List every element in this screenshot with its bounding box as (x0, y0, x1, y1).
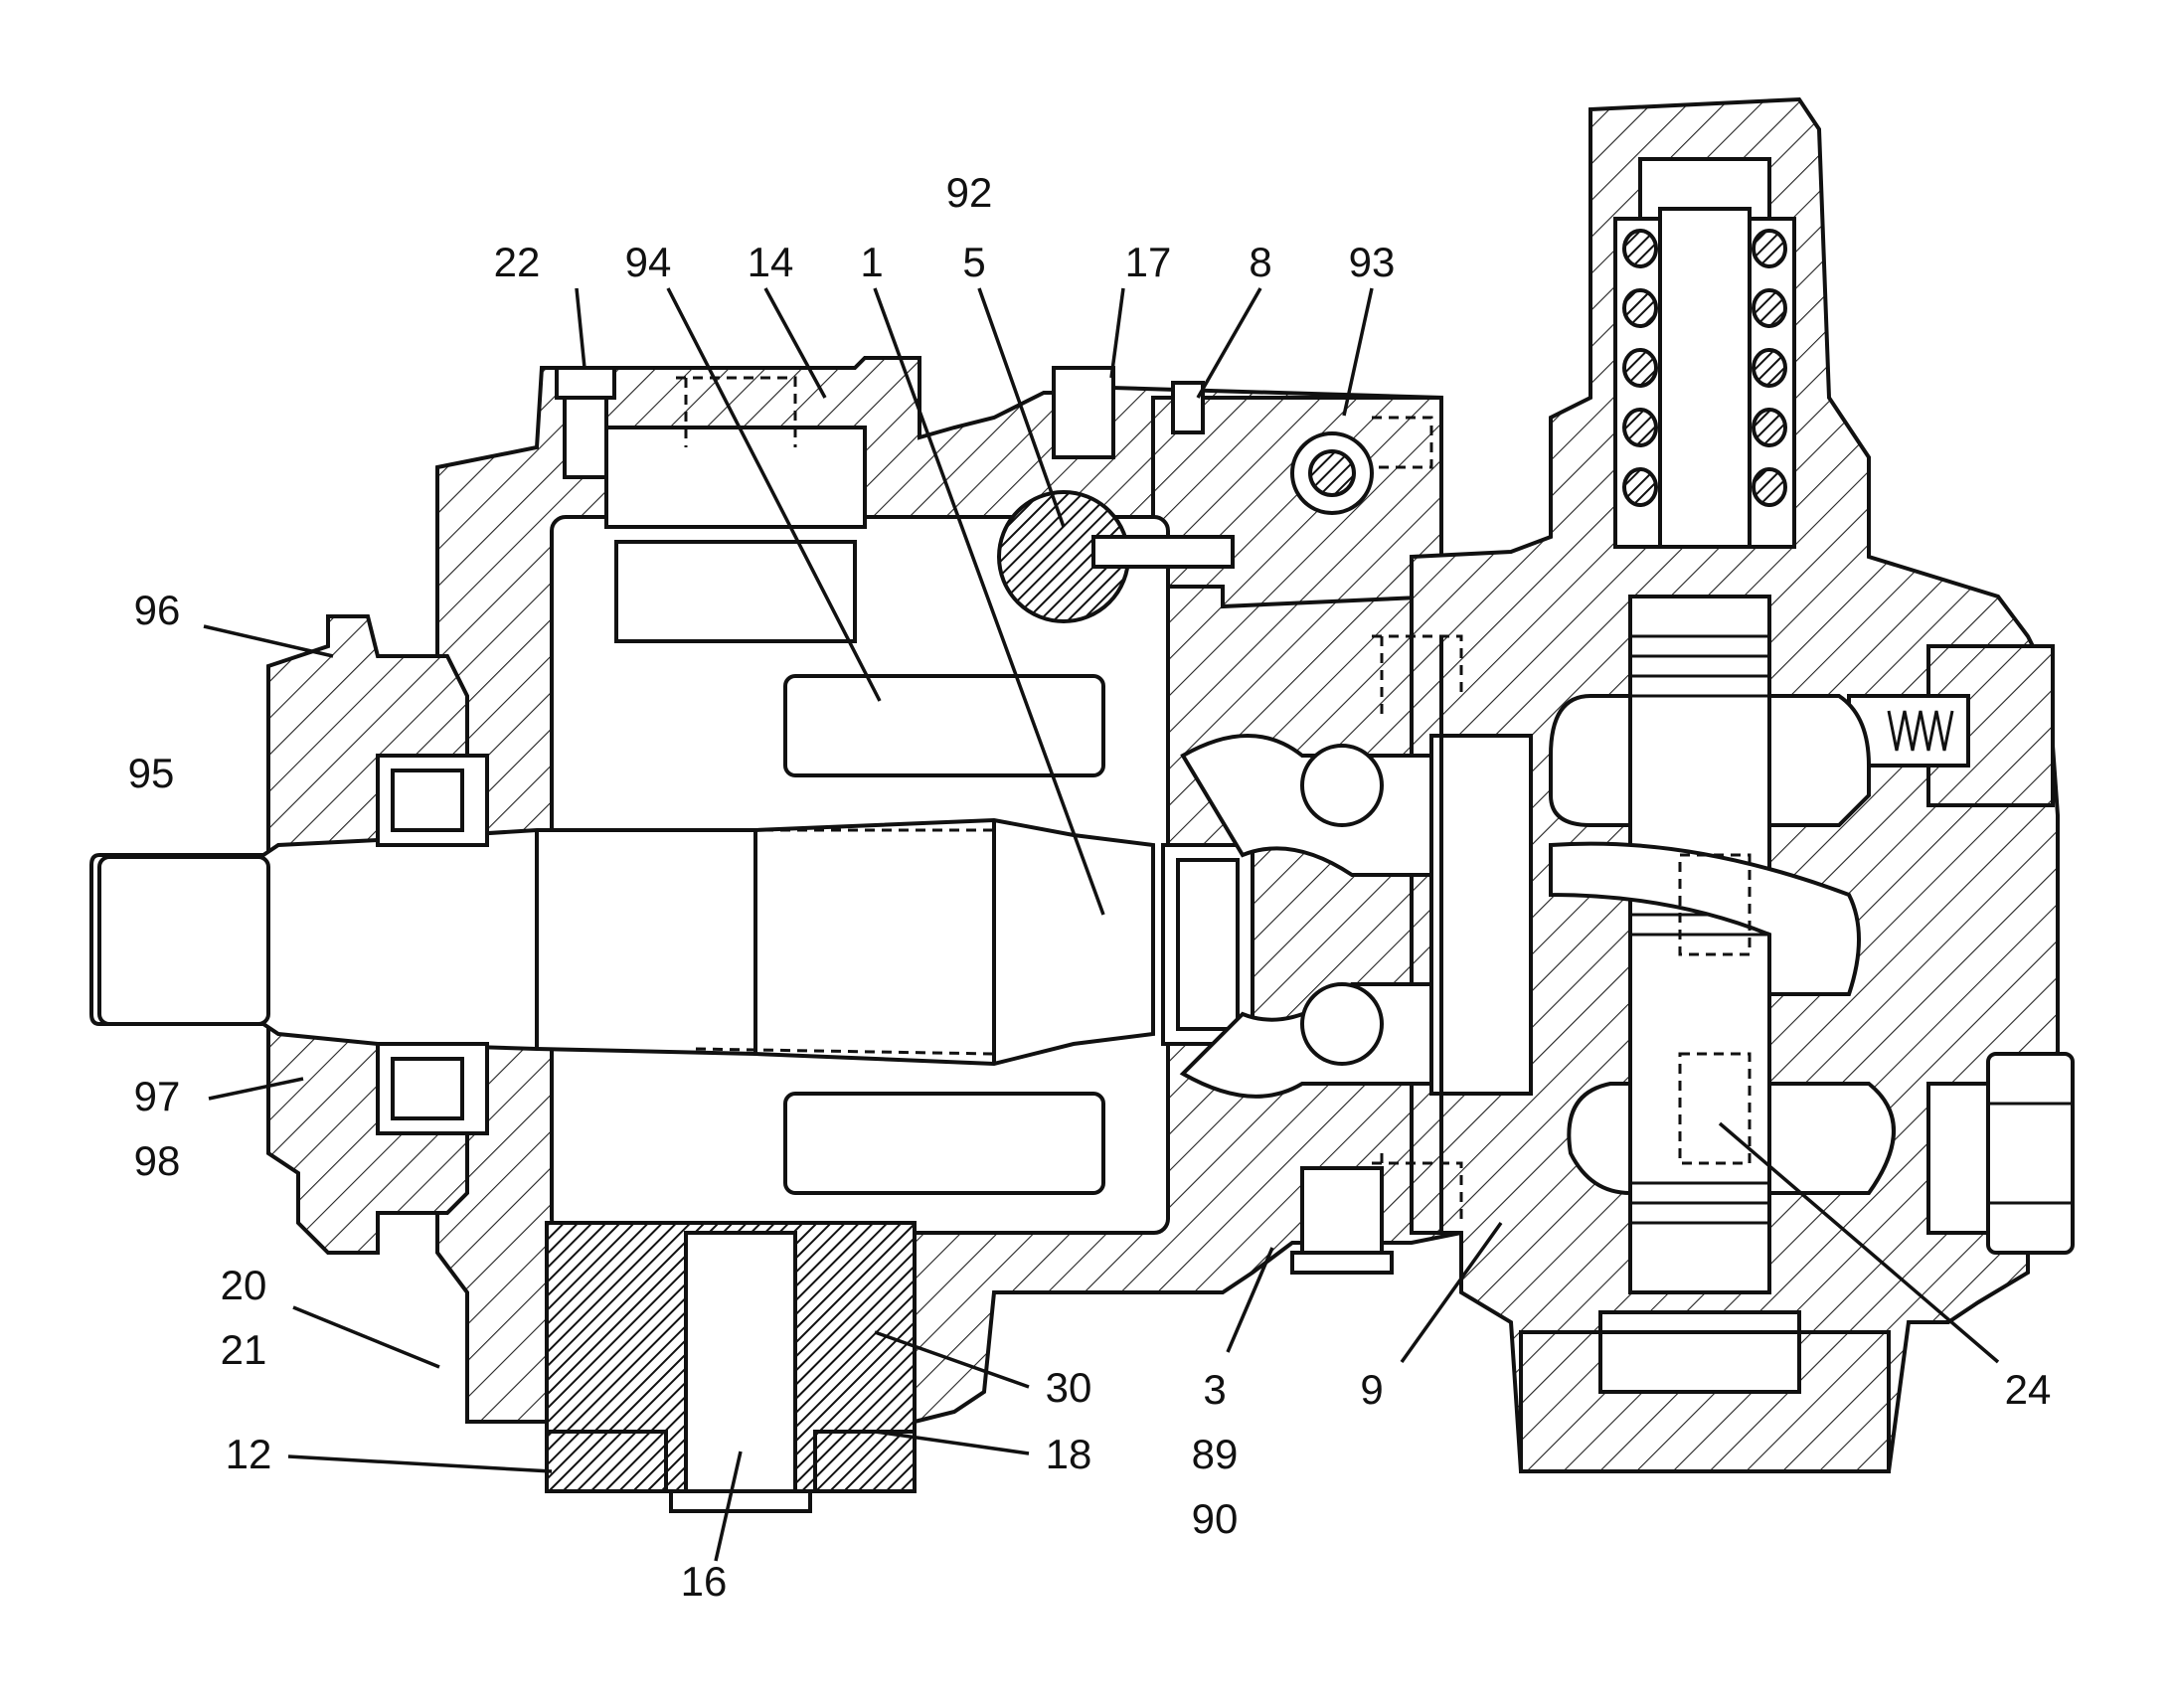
spring-guide (1658, 207, 1752, 549)
label-5: 5 (962, 239, 985, 285)
label-3: 3 (1203, 1366, 1226, 1413)
label-94: 94 (625, 239, 672, 285)
label-21: 21 (221, 1326, 267, 1373)
label-93: 93 (1349, 239, 1396, 285)
shaft-end (97, 855, 270, 1026)
label-20: 20 (221, 1262, 267, 1308)
spring-coils (1622, 229, 1787, 507)
screw-8 (1171, 381, 1205, 434)
label-22: 22 (494, 239, 541, 285)
label-12: 12 (226, 1431, 272, 1477)
label-97: 97 (134, 1073, 181, 1119)
label-1: 1 (860, 239, 883, 285)
label-24: 24 (2005, 1366, 2052, 1413)
valve-spool (1628, 595, 1771, 1294)
hex-plug (1986, 1052, 2075, 1255)
leader-lines (203, 287, 2000, 1562)
label-18: 18 (1046, 1431, 1092, 1477)
label-30: 30 (1046, 1364, 1092, 1411)
control-piston (604, 426, 867, 529)
label-16: 16 (681, 1558, 728, 1605)
label-96: 96 (134, 587, 181, 633)
label-92: 92 (946, 169, 993, 216)
label-95: 95 (128, 750, 175, 796)
outlet-port (684, 1231, 797, 1493)
label-98: 98 (134, 1137, 181, 1184)
label-17: 17 (1125, 239, 1172, 285)
label-90: 90 (1192, 1495, 1239, 1542)
plug-lower (1300, 1166, 1384, 1260)
small-spring (1887, 710, 1954, 752)
drive-shaft (89, 817, 1155, 1067)
screw-17 (1052, 366, 1115, 459)
label-89: 89 (1192, 1431, 1239, 1477)
piston-upper (783, 674, 1105, 777)
label-8: 8 (1249, 239, 1271, 285)
label-14: 14 (748, 239, 794, 285)
part-labels: 92 22 94 14 1 5 17 8 93 96 95 97 98 20 2… (128, 169, 2052, 1605)
label-9: 9 (1360, 1366, 1383, 1413)
piston-lower (783, 1092, 1105, 1195)
